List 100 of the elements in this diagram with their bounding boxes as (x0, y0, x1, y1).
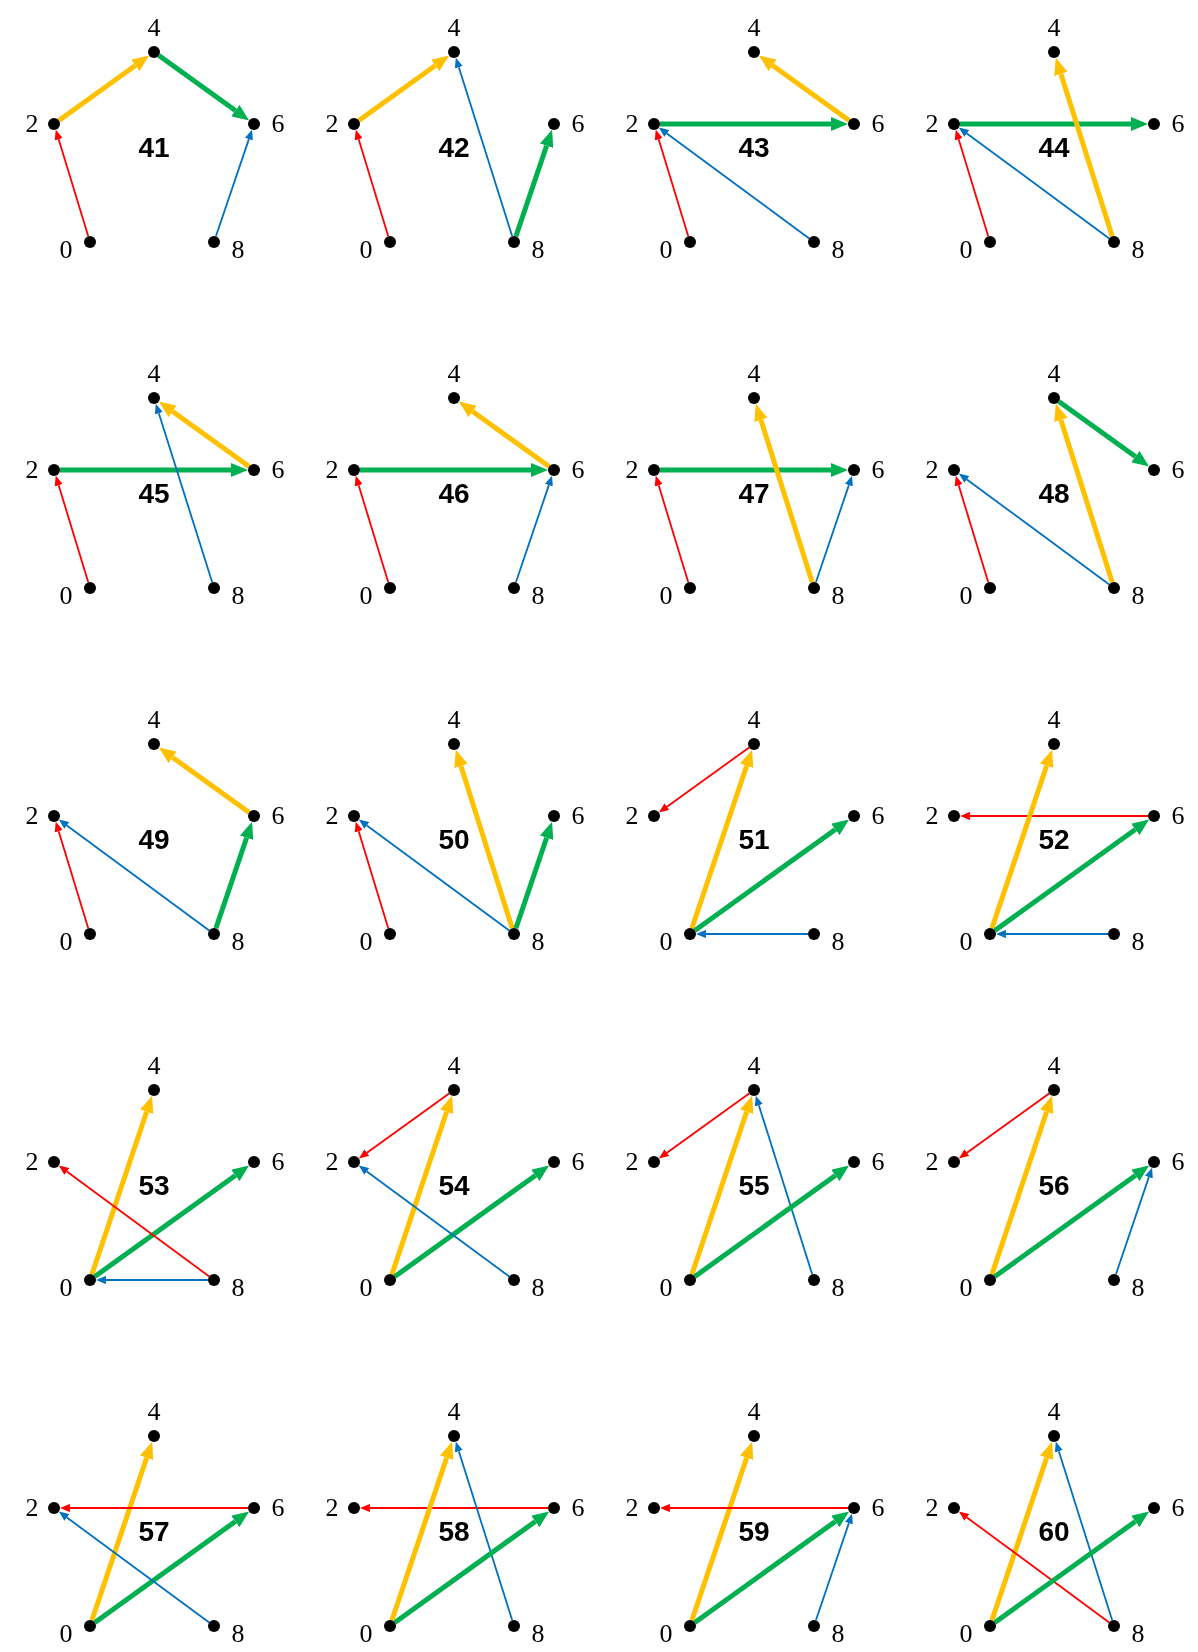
arrow (815, 1513, 853, 1622)
panel-number: 50 (438, 825, 470, 855)
arrow (993, 1511, 1150, 1625)
arrow (354, 129, 390, 238)
arrow (58, 1165, 211, 1278)
node-number: 0 (659, 236, 673, 264)
node-number: 2 (625, 802, 639, 830)
node-number: 6 (1171, 1494, 1185, 1522)
node-number: 2 (325, 1494, 339, 1522)
node-number: 8 (231, 236, 245, 264)
arrow (1115, 1167, 1153, 1276)
panel-number: 56 (1038, 1171, 1070, 1201)
arrow (57, 55, 150, 123)
node-number: 4 (147, 1398, 161, 1426)
arrow (658, 127, 811, 240)
node-number: 6 (871, 456, 885, 484)
node-number: 8 (1131, 928, 1145, 956)
node-number: 2 (25, 1494, 39, 1522)
node-number: 0 (359, 236, 373, 264)
node-number: 6 (271, 456, 285, 484)
arrow (96, 1275, 209, 1285)
arrow (458, 401, 551, 469)
arrow (696, 929, 809, 939)
arrow (158, 747, 251, 815)
node-number: 8 (1131, 1620, 1145, 1648)
panel-number: 43 (738, 133, 770, 163)
node-number: 2 (325, 456, 339, 484)
arrow (660, 1503, 849, 1513)
arrow (354, 475, 390, 584)
arrow (360, 1503, 549, 1513)
panel-number: 60 (1038, 1517, 1070, 1547)
node-number: 4 (1047, 1052, 1061, 1080)
arrow (996, 929, 1109, 939)
node-number: 0 (659, 928, 673, 956)
node-number: 6 (1171, 456, 1185, 484)
panel-number: 46 (438, 479, 470, 509)
arrow (958, 1511, 1111, 1624)
node-number: 8 (1131, 582, 1145, 610)
arrow (454, 749, 515, 930)
node-number: 8 (1131, 236, 1145, 264)
arrow (1054, 1441, 1114, 1622)
panel-number: 59 (738, 1517, 770, 1547)
arrow (960, 811, 1149, 821)
node-number: 4 (447, 14, 461, 42)
node-number: 4 (1047, 360, 1061, 388)
node-number: 0 (359, 1620, 373, 1648)
arrow (958, 127, 1111, 240)
node-number: 4 (1047, 14, 1061, 42)
arrow (93, 1511, 250, 1625)
node-number: 2 (25, 1148, 39, 1176)
arrow (689, 1441, 754, 1622)
arrow (158, 401, 251, 469)
node-number: 6 (571, 1494, 585, 1522)
node-number: 6 (1171, 1148, 1185, 1176)
panel-number: 45 (138, 479, 170, 509)
node-number: 0 (659, 1620, 673, 1648)
node-number: 4 (1047, 1398, 1061, 1426)
node-number: 4 (447, 1052, 461, 1080)
arrow (54, 129, 90, 238)
arrow (60, 1503, 249, 1513)
panel-number: 41 (138, 133, 170, 163)
arrow (989, 1095, 1054, 1276)
arrow (954, 129, 990, 238)
arrow (60, 463, 248, 477)
node-number: 2 (625, 456, 639, 484)
arrow (157, 53, 250, 121)
node-number: 6 (271, 802, 285, 830)
node-number: 0 (659, 1274, 673, 1302)
node-number: 8 (531, 1620, 545, 1648)
arrow (658, 746, 751, 813)
node-number: 2 (325, 802, 339, 830)
node-number: 0 (59, 1620, 73, 1648)
node-number: 2 (925, 802, 939, 830)
node-number: 8 (531, 582, 545, 610)
arrow (360, 463, 548, 477)
node-number: 0 (359, 1274, 373, 1302)
panel-number: 55 (738, 1171, 770, 1201)
node-number: 8 (831, 1620, 845, 1648)
node-number: 2 (325, 110, 339, 138)
arrow (393, 1165, 550, 1279)
node-number: 0 (659, 582, 673, 610)
node-number: 0 (959, 582, 973, 610)
arrow (993, 819, 1150, 933)
arrow (989, 749, 1054, 930)
arrow (389, 1095, 454, 1276)
node-number: 6 (871, 110, 885, 138)
arrow (689, 749, 754, 930)
arrow (93, 1165, 250, 1279)
node-number: 8 (531, 236, 545, 264)
node-number: 8 (831, 236, 845, 264)
node-number: 4 (147, 706, 161, 734)
arrow (515, 475, 553, 584)
arrow (358, 1165, 511, 1278)
arrow (693, 1511, 850, 1625)
arrow (358, 819, 511, 932)
arrow (993, 1165, 1150, 1279)
arrow (960, 117, 1148, 131)
arrow (454, 1441, 514, 1622)
node-number: 6 (1171, 110, 1185, 138)
node-number: 6 (1171, 802, 1185, 830)
